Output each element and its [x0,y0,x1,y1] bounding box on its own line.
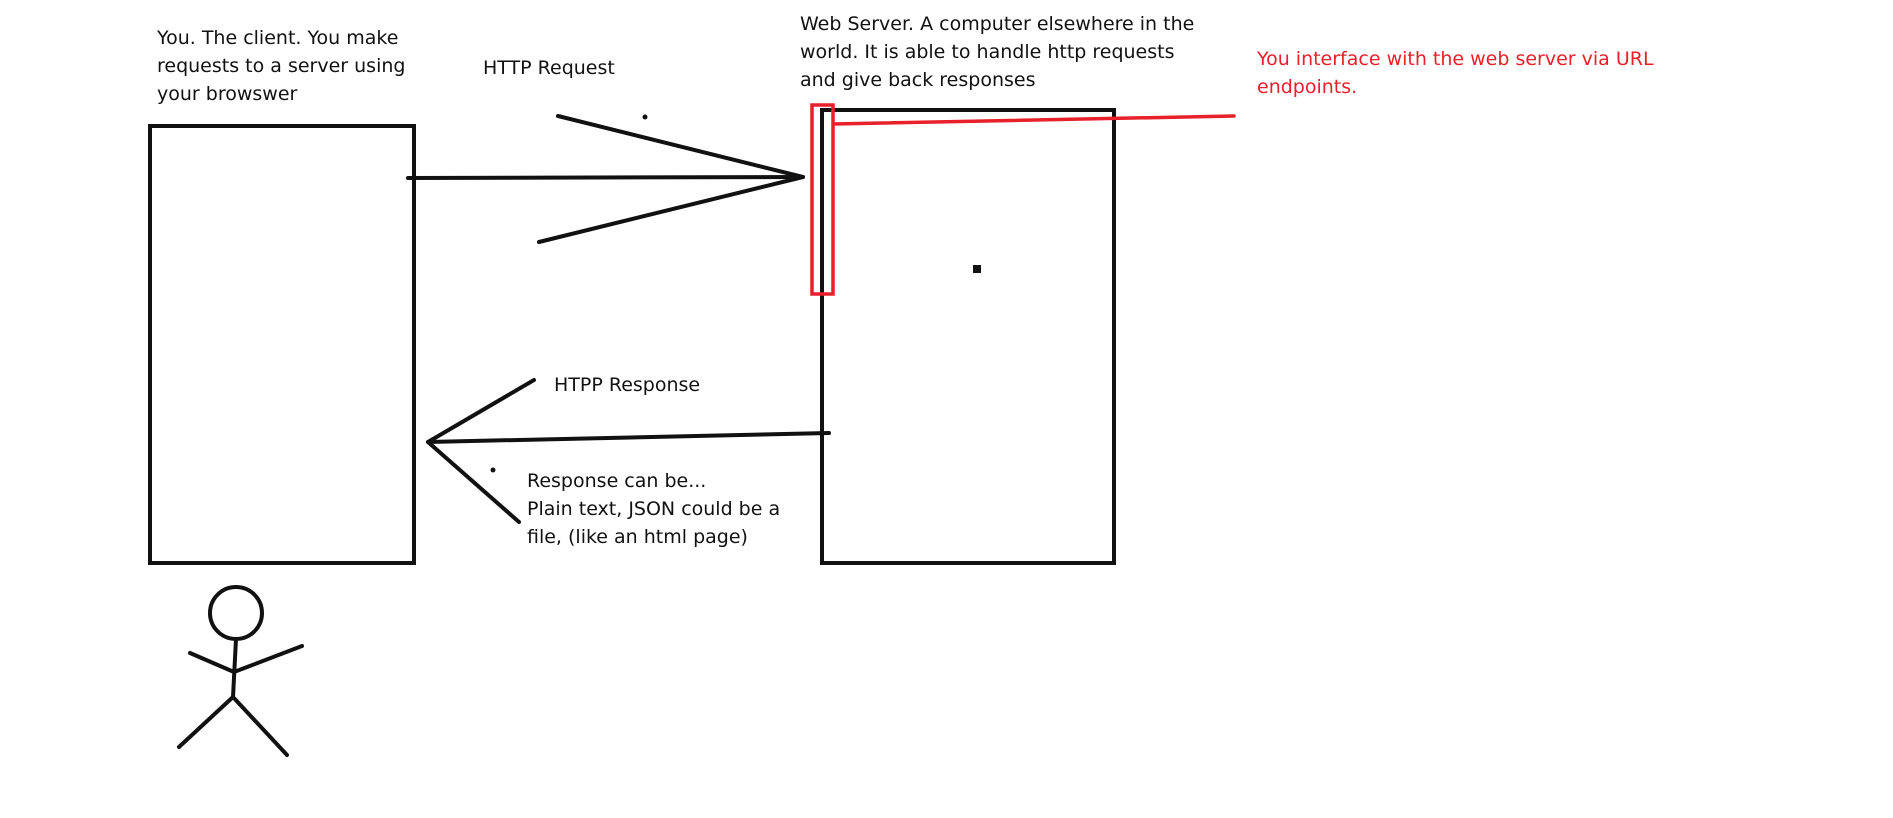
client-box [148,124,416,565]
web-server-label: Web Server. A computer elsewhere in the … [800,13,1195,91]
server-box [820,108,1116,565]
client-label: You. The client. You make requests to a … [157,27,406,105]
endpoint-callout-line [831,114,1236,126]
stick-figure-leg [231,695,289,757]
request-arrow-line [406,175,805,180]
endpoint-marker [810,103,835,296]
stick-figure-arms [188,651,236,674]
request-arrow-head [537,114,805,244]
http-request-label: HTTP Request [483,57,615,79]
stray-dot [642,114,648,120]
stray-dot [973,265,981,273]
http-response-label: HTPP Response [554,374,701,396]
stray-dot [490,467,496,473]
stick-figure-arms [232,644,304,674]
url-endpoint-note: You interface with the web server via UR… [1257,48,1654,98]
stick-figure-icon [177,585,304,757]
response-arrow-line [426,431,831,444]
stick-figure-leg [177,695,235,749]
response-types-label: Response can be... Plain text, JSON coul… [527,470,781,548]
stick-figure-body [231,637,238,699]
stick-figure-head [208,585,264,641]
response-arrow-head [426,378,536,524]
